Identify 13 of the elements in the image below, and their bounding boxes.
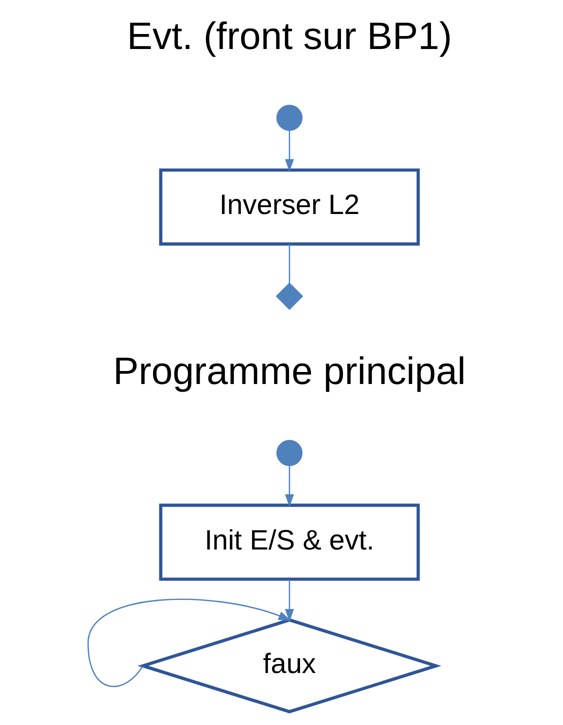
arrow (285, 464, 294, 508)
node-circle (276, 440, 303, 466)
node-diamond (276, 282, 304, 310)
connector (288, 244, 290, 284)
label: Evt. (front sur BP1) (126, 14, 452, 58)
node-box: Inverser L2 (159, 168, 420, 246)
arrow (87, 598, 292, 687)
arrow (285, 579, 294, 622)
node-diamond: faux (138, 618, 442, 714)
node-box: Init E/S & evt. (159, 504, 420, 581)
label: Programme principal (113, 350, 466, 394)
arrow (285, 129, 294, 172)
node-circle (276, 104, 303, 131)
